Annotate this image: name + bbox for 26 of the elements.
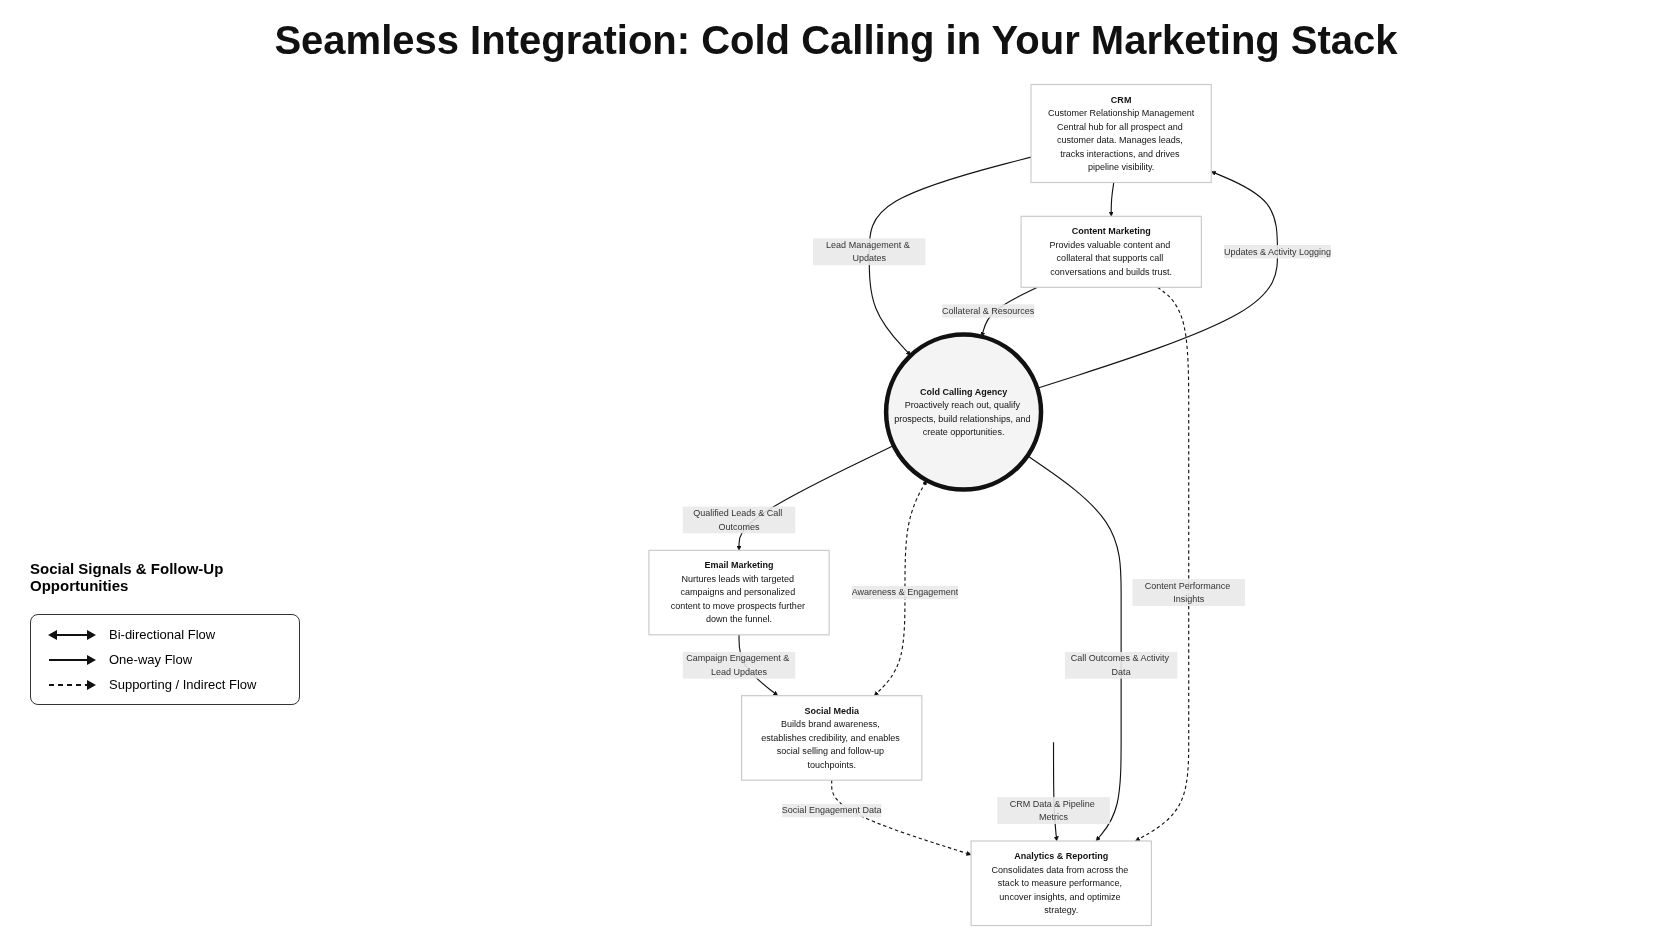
node-box: CRM Customer Relationship Management Central hub for all prospect and customer data. Manages leads, tracks interactions, and drives pipeline visibility. xyxy=(1030,83,1212,184)
arrow xyxy=(831,779,972,856)
edge-label: Updates & Activity Logging xyxy=(1223,246,1332,257)
edge-label: Campaign Engagement & Lead Updates xyxy=(686,653,790,677)
node-box: Content Marketing Provides valuable content and collateral that supports call conversations and builds trust. xyxy=(1020,215,1202,288)
edge-label: Qualified Leads & Call Outcomes xyxy=(693,508,783,532)
legend-label: Supporting / Indirect Flow xyxy=(109,677,257,692)
arrow xyxy=(874,480,927,696)
edge-label: Content Performance Insights xyxy=(1144,580,1231,604)
edge-label: Lead Management & Updates xyxy=(826,239,910,264)
node-box: Social Media Builds brand awareness, establishes credibility, and enables social selling and follow-up touchpoints. xyxy=(741,695,923,781)
edge-label: Collateral & Resources xyxy=(942,305,1035,316)
edge-label: Call Outcomes & Activity Data xyxy=(1070,653,1169,677)
edge-label: Social Engagement Data xyxy=(781,805,882,816)
legend-label: Bi-directional Flow xyxy=(109,627,216,642)
legend-label: One-way Flow xyxy=(109,652,193,667)
node-box: Analytics & Reporting Consolidates data from across the stack to measure performance, uncover insights, and optimize strategy. xyxy=(970,840,1152,927)
node-box: Email Marketing Nurtures leads with targeted campaigns and personalized content to move prospects further down the funnel. xyxy=(648,549,830,636)
edge-label: CRM Data & Pipeline Metrics xyxy=(1009,798,1095,822)
arrow xyxy=(868,156,1032,356)
arrow xyxy=(1135,286,1190,842)
title: Seamless Integration: Cold Calling in Your Marketing Stack xyxy=(273,18,1399,63)
edge-label: Awareness & Engagement xyxy=(851,587,959,598)
note: Social Signals & Follow-Up Opportunities xyxy=(30,560,225,594)
arrow xyxy=(1108,181,1115,217)
node-circle: Cold Calling Agency Proactively reach out, qualify prospects, build relationships, and create opportunities. xyxy=(883,332,1044,492)
